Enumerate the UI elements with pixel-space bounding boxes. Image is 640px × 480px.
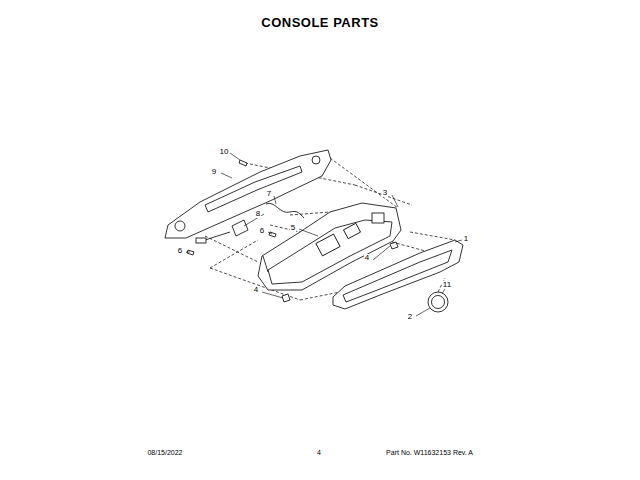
footer-date: 08/15/2022 bbox=[147, 449, 182, 456]
callout-number: 10 bbox=[219, 148, 230, 156]
part-number: Part No. W11632153 Rev. A bbox=[386, 449, 473, 456]
callout-number: 4 bbox=[253, 286, 259, 294]
callout-number: 6 bbox=[177, 247, 183, 255]
page-number: 4 bbox=[317, 449, 321, 456]
callout-number: 8 bbox=[255, 210, 261, 218]
callout-number: 6 bbox=[259, 227, 265, 235]
callout-number: 3 bbox=[382, 189, 388, 197]
callout-number: 4 bbox=[364, 254, 370, 262]
page-title: CONSOLE PARTS bbox=[261, 16, 379, 29]
callout-number: 9 bbox=[211, 168, 217, 176]
callout-number: 2 bbox=[407, 313, 413, 321]
callout-number: 1 bbox=[463, 235, 469, 243]
callout-number: 7 bbox=[266, 190, 272, 198]
callout-number: 5 bbox=[290, 224, 296, 232]
callout-number: 11 bbox=[442, 281, 452, 289]
